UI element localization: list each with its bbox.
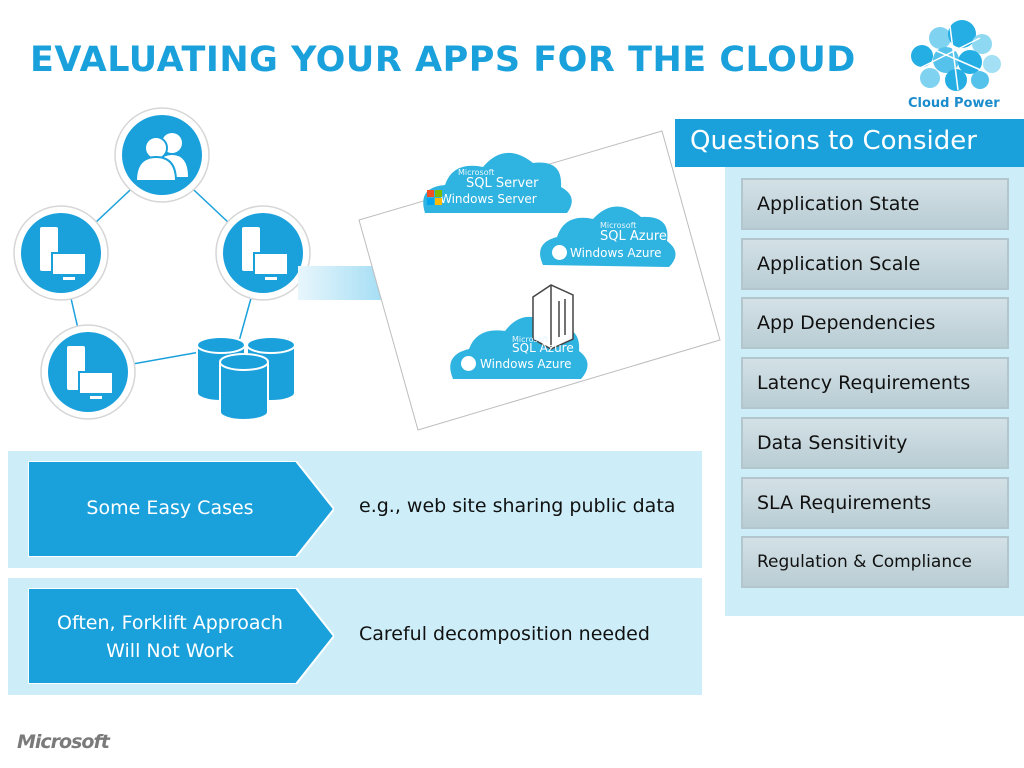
server-node-left [13,205,109,301]
question-item: SLA Requirements [741,477,1009,529]
cloud-2-platform: Windows Azure [570,246,662,260]
cloud-2-product: SQL Azure [600,229,667,244]
questions-header: Questions to Consider [675,119,1024,167]
building-icon [532,284,574,350]
page-title: EVALUATING YOUR APPS FOR THE CLOUD [30,40,856,80]
microsoft-logo: Microsoft [17,731,110,753]
server-node-bottom [40,324,136,420]
cloud-3-platform: Windows Azure [480,357,572,371]
users-icon [134,133,188,182]
case-label-forklift-line1: Often, Forklift Approach [57,612,283,634]
question-item: Regulation & Compliance [741,536,1009,588]
cloud-options-frame [358,130,721,431]
cloud-sql-azure-2 [450,284,588,379]
cloud-3-brand: Microsoft [512,335,549,344]
server-monitor-icon [40,227,87,280]
case-label-forklift-line2: Will Not Work [106,640,234,662]
case-chevron-forklift [28,588,334,684]
question-item: Data Sensitivity [741,417,1009,469]
case-label-easy: Some Easy Cases [86,497,254,519]
cloud-1-platform: Windows Server [440,192,537,206]
cloud-1-brand: Microsoft [458,168,495,177]
server-monitor-icon [67,346,114,399]
cloud-3-product: SQL Azure [512,341,574,355]
question-item: App Dependencies [741,297,1009,349]
case-description-easy: e.g., web site sharing public data [359,495,676,517]
question-item: Application State [741,178,1009,230]
azure-logo-icon [552,245,567,260]
windows-logo-icon [427,190,443,206]
question-item: Application Scale [741,238,1009,290]
cloud-sql-server [423,152,572,213]
case-description-forklift: Careful decomposition needed [359,623,650,645]
question-item: Latency Requirements [741,357,1009,409]
server-node-right [215,205,311,301]
case-chevron-easy [28,461,334,557]
cloud-sql-azure-1 [540,206,676,267]
cloud-1-product: SQL Server [466,176,539,191]
database-stack-icon [196,336,296,421]
server-monitor-icon [242,227,289,280]
cloud-power-label: Cloud Power [908,96,1000,111]
app-network-diagram [13,107,311,421]
azure-logo-icon [461,356,476,371]
cloud-power-icon [911,20,1001,91]
cloud-2-brand: Microsoft [600,221,637,230]
users-node [114,107,210,203]
